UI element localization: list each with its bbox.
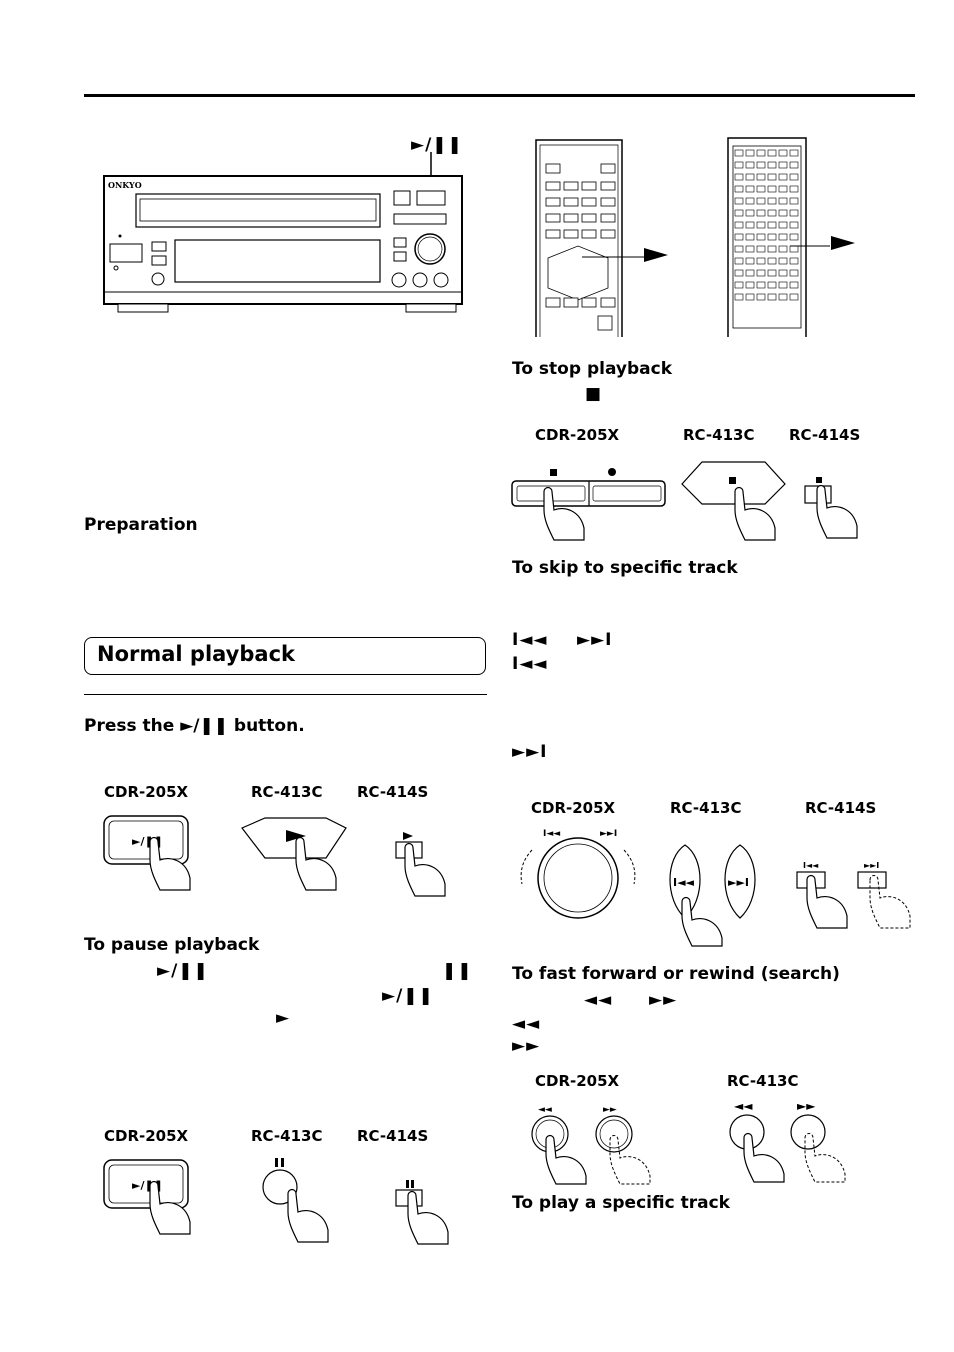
search-label-rc413c: RC-413C (727, 1072, 799, 1090)
svg-text:►►: ►► (797, 1099, 816, 1113)
search-heading: To fast forward or rewind (search) (512, 964, 840, 984)
stop-label-cdr205x: CDR-205X (535, 426, 620, 444)
pause-sym-play: ► (276, 1008, 291, 1028)
stop-label-rc414s: RC-414S (789, 426, 861, 444)
remote-callout-1 (644, 248, 670, 268)
svg-text:►►I: ►►I (864, 861, 879, 870)
label-rc413c: RC-413C (251, 783, 323, 801)
pause-label-cdr205x: CDR-205X (104, 1127, 189, 1145)
section-title: Normal playback (97, 642, 295, 666)
skip-sym-next-1: ►►I (577, 630, 613, 650)
svg-text:I◄◄: I◄◄ (543, 829, 560, 839)
svg-text:►/❚❚: ►/❚❚ (132, 1179, 163, 1192)
svg-text:I◄◄: I◄◄ (803, 861, 819, 870)
remote-callout-2 (831, 236, 857, 256)
pause-sym-play-pause-1: ►/❚❚ (157, 961, 209, 981)
svg-text:◄◄: ◄◄ (734, 1099, 753, 1113)
label-rc414s: RC-414S (357, 783, 429, 801)
svg-text:►►: ►► (603, 1105, 617, 1115)
skip-heading: To skip to specific track (512, 558, 738, 578)
section-rule (84, 694, 487, 695)
svg-text:◄◄: ◄◄ (538, 1105, 552, 1115)
search-label-cdr205x: CDR-205X (535, 1072, 620, 1090)
pause-heading: To pause playback (84, 935, 260, 955)
skip-sym-next-2: ►►I (512, 742, 548, 762)
pause-label-rc414s: RC-414S (357, 1127, 429, 1145)
search-sym-rew-1: ◄◄ (584, 990, 613, 1010)
skip-label-cdr205x: CDR-205X (531, 799, 616, 817)
stop-heading: To stop playback (512, 359, 672, 379)
section-box (84, 637, 486, 675)
pause-label-rc413c: RC-413C (251, 1127, 323, 1145)
svg-text:►/❚❚: ►/❚❚ (132, 835, 163, 848)
skip-sym-prev-1: I◄◄ (512, 630, 548, 650)
pause-sym-play-pause-2: ►/❚❚ (382, 986, 434, 1006)
brand-text: ONKYO (108, 180, 142, 190)
stop-sym: ■ (585, 384, 603, 404)
search-sym-ff-1: ►► (649, 990, 678, 1010)
preparation-heading: Preparation (84, 515, 198, 535)
play-track-heading: To play a specific track (512, 1193, 730, 1213)
svg-text:I◄◄: I◄◄ (673, 876, 695, 889)
svg-text:►►I: ►►I (728, 876, 749, 889)
skip-sym-prev-2: I◄◄ (512, 654, 548, 674)
label-cdr205x: CDR-205X (104, 783, 189, 801)
stop-label-rc413c: RC-413C (683, 426, 755, 444)
svg-text:►►I: ►►I (600, 829, 617, 839)
search-sym-ff-2: ►► (512, 1036, 541, 1056)
step-heading: Press the ►/❚❚ button. (84, 716, 305, 736)
play-pause-callout: ►/❚❚ (411, 135, 463, 155)
skip-label-rc414s: RC-414S (805, 799, 877, 817)
search-sym-rew-2: ◄◄ (512, 1014, 541, 1034)
skip-label-rc413c: RC-413C (670, 799, 742, 817)
top-rule (84, 94, 915, 97)
pause-sym-pause: ❚❚ (442, 961, 473, 981)
